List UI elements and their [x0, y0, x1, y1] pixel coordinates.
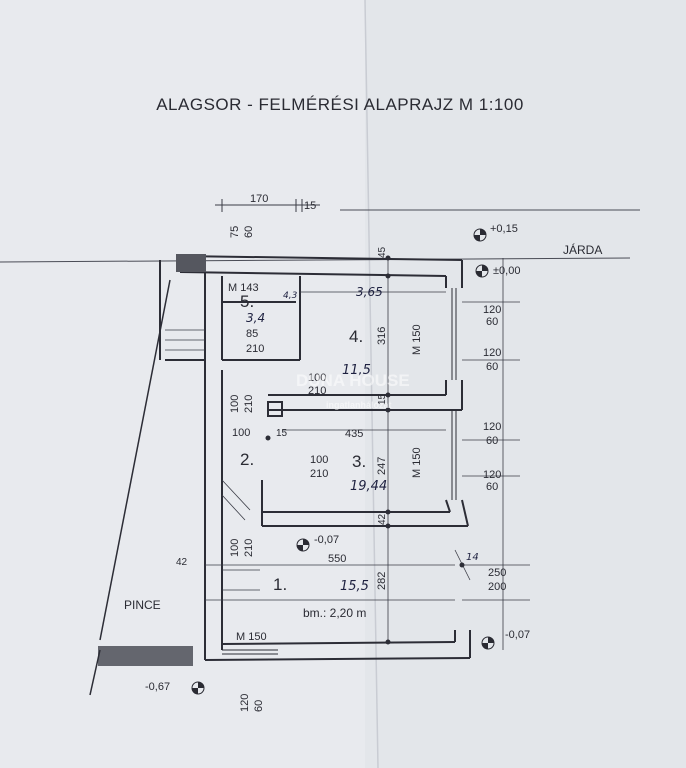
svg-text:-0,07: -0,07: [505, 629, 530, 641]
right-dim-4-a: 120: [483, 469, 501, 481]
room-area-4: 11,5: [342, 363, 371, 378]
svg-text:-0,07: -0,07: [314, 534, 339, 546]
ceiling-height-note: bm.: 2,20 m: [303, 606, 366, 620]
walls: [159, 255, 471, 661]
right-dim-2-a: 120: [483, 347, 501, 359]
right-dim-1-a: 120: [483, 304, 501, 316]
room-area-3: 19,44: [350, 479, 387, 494]
window-m150-lower: M 150: [411, 447, 423, 478]
boundary-line-left: [99, 279, 171, 641]
dim-15-b: 15: [276, 428, 288, 439]
level-marker-007-room1: -0,07: [296, 534, 339, 552]
door-left-b-height: 210: [243, 539, 255, 557]
stair-lines: [165, 329, 260, 591]
svg-text:+0,15: +0,15: [490, 223, 518, 235]
dim-45: 45: [377, 246, 388, 258]
dim-42-b: 42: [176, 557, 188, 568]
room-number-3: 3.: [352, 452, 366, 471]
room4-width: 3,65: [356, 285, 383, 299]
dimension-lines: [205, 258, 530, 650]
watermark-sub: ingatlanhálózat: [326, 400, 392, 410]
paper-fold-line: [364, 0, 379, 768]
dim-100: 100: [232, 427, 250, 439]
dim-247: 247: [376, 457, 388, 475]
room5-extra-dim: 4,3: [283, 291, 298, 301]
top-dim-170: 170: [250, 193, 268, 205]
watermark-brand: DUNA HOUSE: [296, 371, 410, 390]
paper-fold-shade: [365, 0, 686, 768]
bottom-dim-60: 60: [253, 700, 265, 712]
door4-width: 100: [308, 372, 326, 384]
level-marker-000: ±0,00: [475, 264, 520, 278]
right-dim-1-b: 60: [486, 316, 498, 328]
svg-text:±0,00: ±0,00: [493, 265, 520, 277]
level-marker-015: +0,15: [473, 223, 518, 242]
right-dim-2-b: 60: [486, 361, 498, 373]
room-area-5: 3,4: [246, 311, 265, 325]
door-left-a-height: 210: [243, 395, 255, 413]
room-number-2: 2.: [240, 450, 254, 469]
dim-550: 550: [328, 553, 346, 565]
room-number-5: 5.: [240, 292, 254, 311]
svg-text:-0,67: -0,67: [145, 681, 170, 693]
dim-42-a: 42: [377, 513, 388, 525]
hatched-wall-bottom-left: [98, 646, 193, 666]
window-strip-right-lower: [451, 410, 457, 500]
window-strip-right-upper: [451, 288, 457, 380]
right-dim-4-b: 60: [486, 481, 498, 493]
street-line: [0, 257, 631, 263]
side-dim-75: 75: [229, 226, 241, 238]
boundary-line-bottom: [89, 649, 101, 696]
door3-width: 100: [310, 454, 328, 466]
dim-15: 15: [377, 393, 388, 405]
street-label: JÁRDA: [563, 242, 602, 257]
top-dim-15: 15: [304, 200, 316, 212]
side-dim-60: 60: [243, 226, 255, 238]
dim-435: 435: [345, 428, 363, 440]
right-dim-3-a: 120: [483, 421, 501, 433]
drawing-title: ALAGSOR - FELMÉRÉSI ALAPRAJZ M 1:100: [156, 95, 524, 114]
level-marker-067: -0,67: [145, 681, 205, 695]
window-m143: M 143: [228, 282, 259, 294]
room-number-1: 1.: [273, 575, 287, 594]
door3-height: 210: [310, 468, 328, 480]
door5-height: 210: [246, 343, 264, 355]
right-dim-3-b: 60: [486, 435, 498, 447]
window-m150-upper: M 150: [411, 324, 423, 355]
door-left-b-width: 100: [229, 539, 241, 557]
hatched-wall-top-left: [176, 254, 206, 272]
room-number-4: 4.: [349, 327, 363, 346]
level-marker-007-right: -0,07: [481, 629, 530, 650]
bottom-dim-120: 120: [239, 694, 251, 712]
right-dim-5-a: 250: [488, 567, 506, 579]
door4-height: 210: [308, 385, 326, 397]
door-left-a-width: 100: [229, 395, 241, 413]
dimension-ticks: [265, 255, 465, 645]
dim-282: 282: [376, 572, 388, 590]
window-m150-bottom: M 150: [236, 631, 267, 643]
door5-width: 85: [246, 328, 258, 340]
window-strip-bottom: [222, 649, 278, 655]
dim-316: 316: [376, 327, 388, 345]
room-area-1: 15,5: [340, 579, 369, 594]
dim-14: 14: [466, 552, 479, 563]
pince-label: PINCE: [124, 598, 161, 612]
right-dim-5-b: 200: [488, 581, 506, 593]
